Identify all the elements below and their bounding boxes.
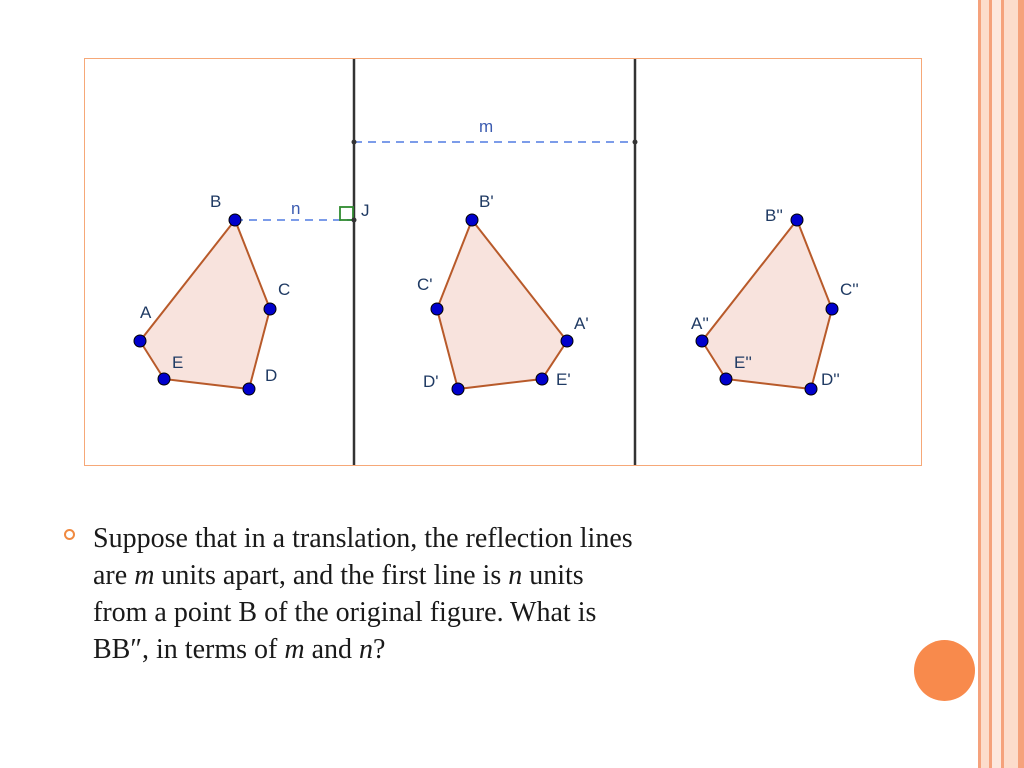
label-C2: C''	[840, 280, 859, 299]
vertex-D	[242, 382, 256, 396]
reflection-diagram: m n J B C D E A	[84, 58, 922, 466]
vertex-A	[133, 334, 147, 348]
label-D1: D'	[423, 372, 439, 391]
distance-m-end-left	[351, 139, 357, 145]
vertex-A2	[695, 334, 709, 348]
label-C1: C'	[417, 275, 433, 294]
label-B1: B'	[479, 192, 494, 211]
stripe-4	[992, 0, 1001, 768]
question-line-3: from a point B of the original figure. W…	[93, 597, 597, 628]
polygon-original	[138, 218, 272, 391]
label-E2: E''	[734, 353, 752, 372]
label-B: B	[210, 192, 221, 211]
question-line-4: BB″, in terms of m and n?	[93, 634, 386, 665]
question-line-2: are m units apart, and the first line is…	[93, 560, 584, 591]
label-D2: D''	[821, 370, 840, 389]
vertex-B1	[465, 213, 479, 227]
question-line-1: Suppose that in a translation, the refle…	[93, 523, 633, 554]
label-m: m	[479, 117, 493, 136]
stripe-7	[1018, 0, 1024, 768]
vertex-C2	[825, 302, 839, 316]
stripe-6	[1004, 0, 1018, 768]
label-C: C	[278, 280, 290, 299]
question-text: Suppose that in a translation, the refle…	[93, 520, 883, 668]
vertex-B2	[790, 213, 804, 227]
vertex-B	[228, 213, 242, 227]
label-E1: E'	[556, 370, 571, 389]
label-A2: A''	[691, 314, 709, 333]
vertex-D1	[451, 382, 465, 396]
distance-m-end-right	[632, 139, 638, 145]
right-angle-marker	[339, 206, 354, 221]
label-A1: A'	[574, 314, 589, 333]
label-n: n	[291, 199, 300, 218]
vertex-C1	[430, 302, 444, 316]
vertex-A1	[560, 334, 574, 348]
label-J: J	[361, 201, 370, 220]
bullet-ring-icon	[64, 529, 75, 540]
point-J	[351, 217, 357, 223]
diagram-canvas: m n J B C D E A	[133, 59, 859, 465]
label-A: A	[140, 303, 152, 322]
polygon-first-image	[435, 218, 569, 391]
orange-circle-decoration	[914, 640, 975, 701]
stripe-2	[981, 0, 989, 768]
vertex-E	[157, 372, 171, 386]
stripe-1	[978, 0, 981, 768]
stripe-5	[1001, 0, 1004, 768]
vertex-E2	[719, 372, 733, 386]
label-E: E	[172, 353, 183, 372]
vertex-C	[263, 302, 277, 316]
polygon-second-image	[700, 218, 834, 391]
vertex-E1	[535, 372, 549, 386]
label-D: D	[265, 366, 277, 385]
vertex-D2	[804, 382, 818, 396]
label-B2: B''	[765, 206, 783, 225]
stripe-3	[989, 0, 992, 768]
